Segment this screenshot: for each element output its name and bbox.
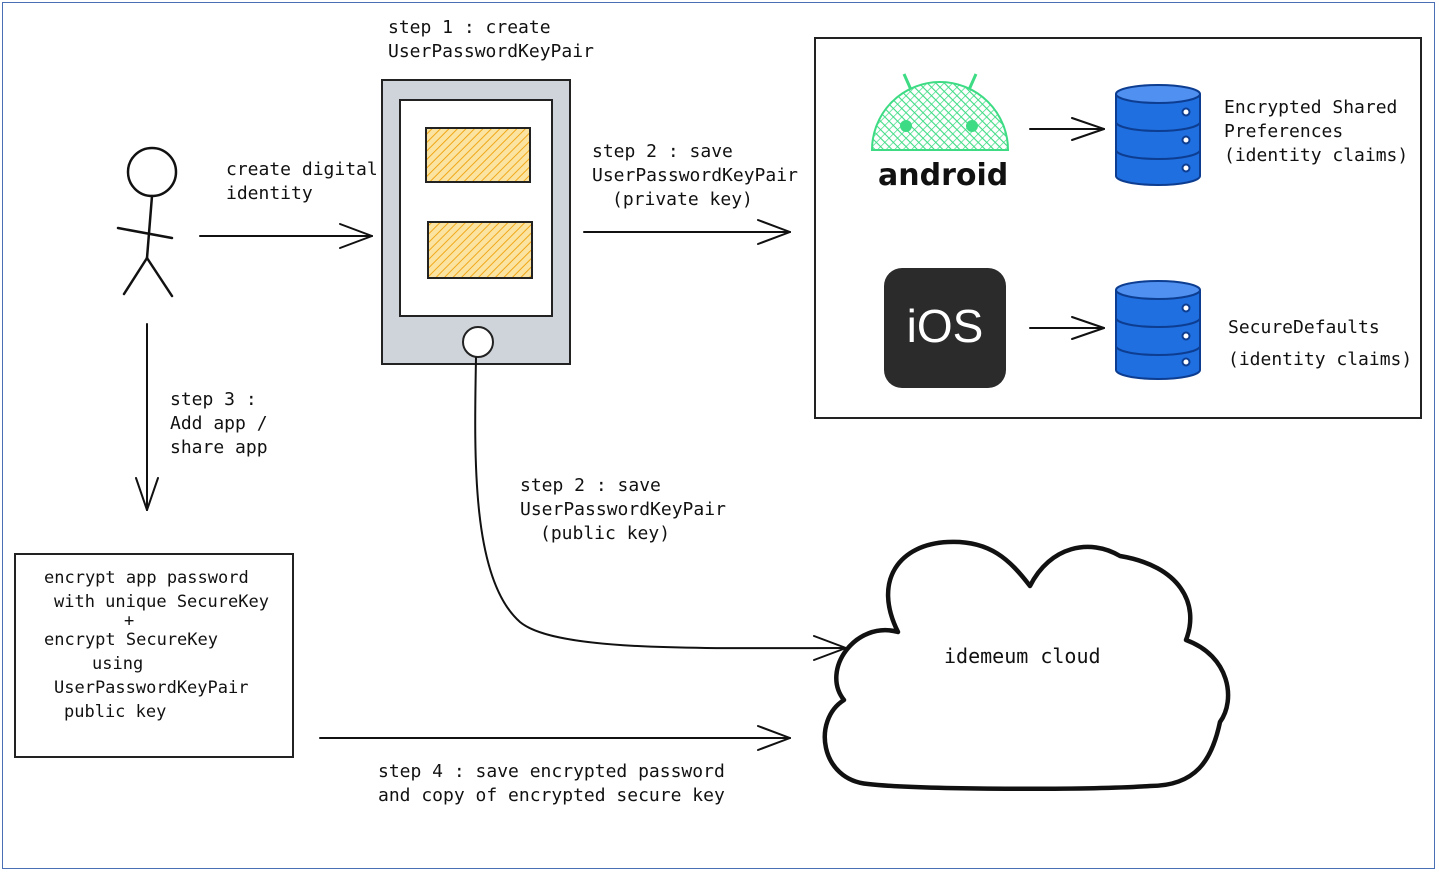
android-store-line2: Preferences [1224,121,1344,142]
step3-line3: share app [170,437,268,458]
step1-line1: step 1 : create [388,17,551,38]
arrow-android-store [1029,117,1105,141]
encrypt-line4: encrypt SecureKey [44,630,218,650]
android-store-line3: (identity claims) [1224,145,1409,166]
phone-device [381,79,571,365]
encrypt-line1: encrypt app password [44,568,249,588]
ios-store-line1: SecureDefaults [1228,317,1380,338]
encrypt-line6: UserPasswordKeyPair [54,678,249,698]
arrow-create-identity [199,223,373,249]
android-store-line1: Encrypted Shared [1224,97,1398,118]
step2-public-label: step 2 : save UserPasswordKeyPair (publi… [520,474,726,546]
step3-line1: step 3 : [170,389,257,410]
create-identity-label: create digital identity [226,158,378,206]
step2-private-line3: (private key) [612,189,753,210]
ios-tile-label: iOS [906,300,984,352]
ios-icon: iOS [884,268,1006,388]
database-icon-android [1115,84,1201,186]
cloud-label: idemeum cloud [944,644,1101,668]
arrow-ios-store [1029,316,1105,340]
android-wordmark: android [878,158,1009,193]
encrypt-line2: with unique SecureKey [54,592,269,612]
encrypt-line7: public key [64,702,167,722]
step4-label: step 4 : save encrypted password and cop… [378,760,725,808]
ios-store-line2: (identity claims) [1228,349,1413,370]
database-icon-ios [1115,280,1201,380]
create-identity-line2: identity [226,183,313,204]
arrow-save-private-key [583,219,791,245]
platforms-box [814,37,1422,419]
encrypt-line3: + [124,611,135,631]
step3-label: step 3 : Add app / share app [170,388,268,460]
step4-line2: and copy of encrypted secure key [378,785,725,806]
arrow-add-app [135,323,159,511]
step2-public-line3: (public key) [540,523,671,544]
cloud-shape [822,539,1231,792]
step2-private-label: step 2 : save UserPasswordKeyPair (priva… [592,140,798,212]
encrypt-box [14,553,294,758]
step1-line2: UserPasswordKeyPair [388,41,594,62]
step4-line1: step 4 : save encrypted password [378,761,725,782]
encrypt-box-text: encrypt app password with unique SecureK… [44,566,269,724]
step1-label: step 1 : create UserPasswordKeyPair [388,16,594,64]
step2-public-line2: UserPasswordKeyPair [520,499,726,520]
create-identity-line1: create digital [226,159,378,180]
step2-public-line1: step 2 : save [520,475,661,496]
arrow-save-encrypted [319,725,791,751]
android-store-label: Encrypted Shared Preferences (identity c… [1224,96,1408,168]
user-figure [116,146,178,298]
step2-private-line1: step 2 : save [592,141,733,162]
step3-line2: Add app / [170,413,268,434]
step2-private-line2: UserPasswordKeyPair [592,165,798,186]
ios-store-label: SecureDefaults (identity claims) [1228,316,1412,372]
encrypt-line5: using [92,654,144,674]
arrow-save-public-key [474,357,847,661]
android-icon [870,73,1010,151]
